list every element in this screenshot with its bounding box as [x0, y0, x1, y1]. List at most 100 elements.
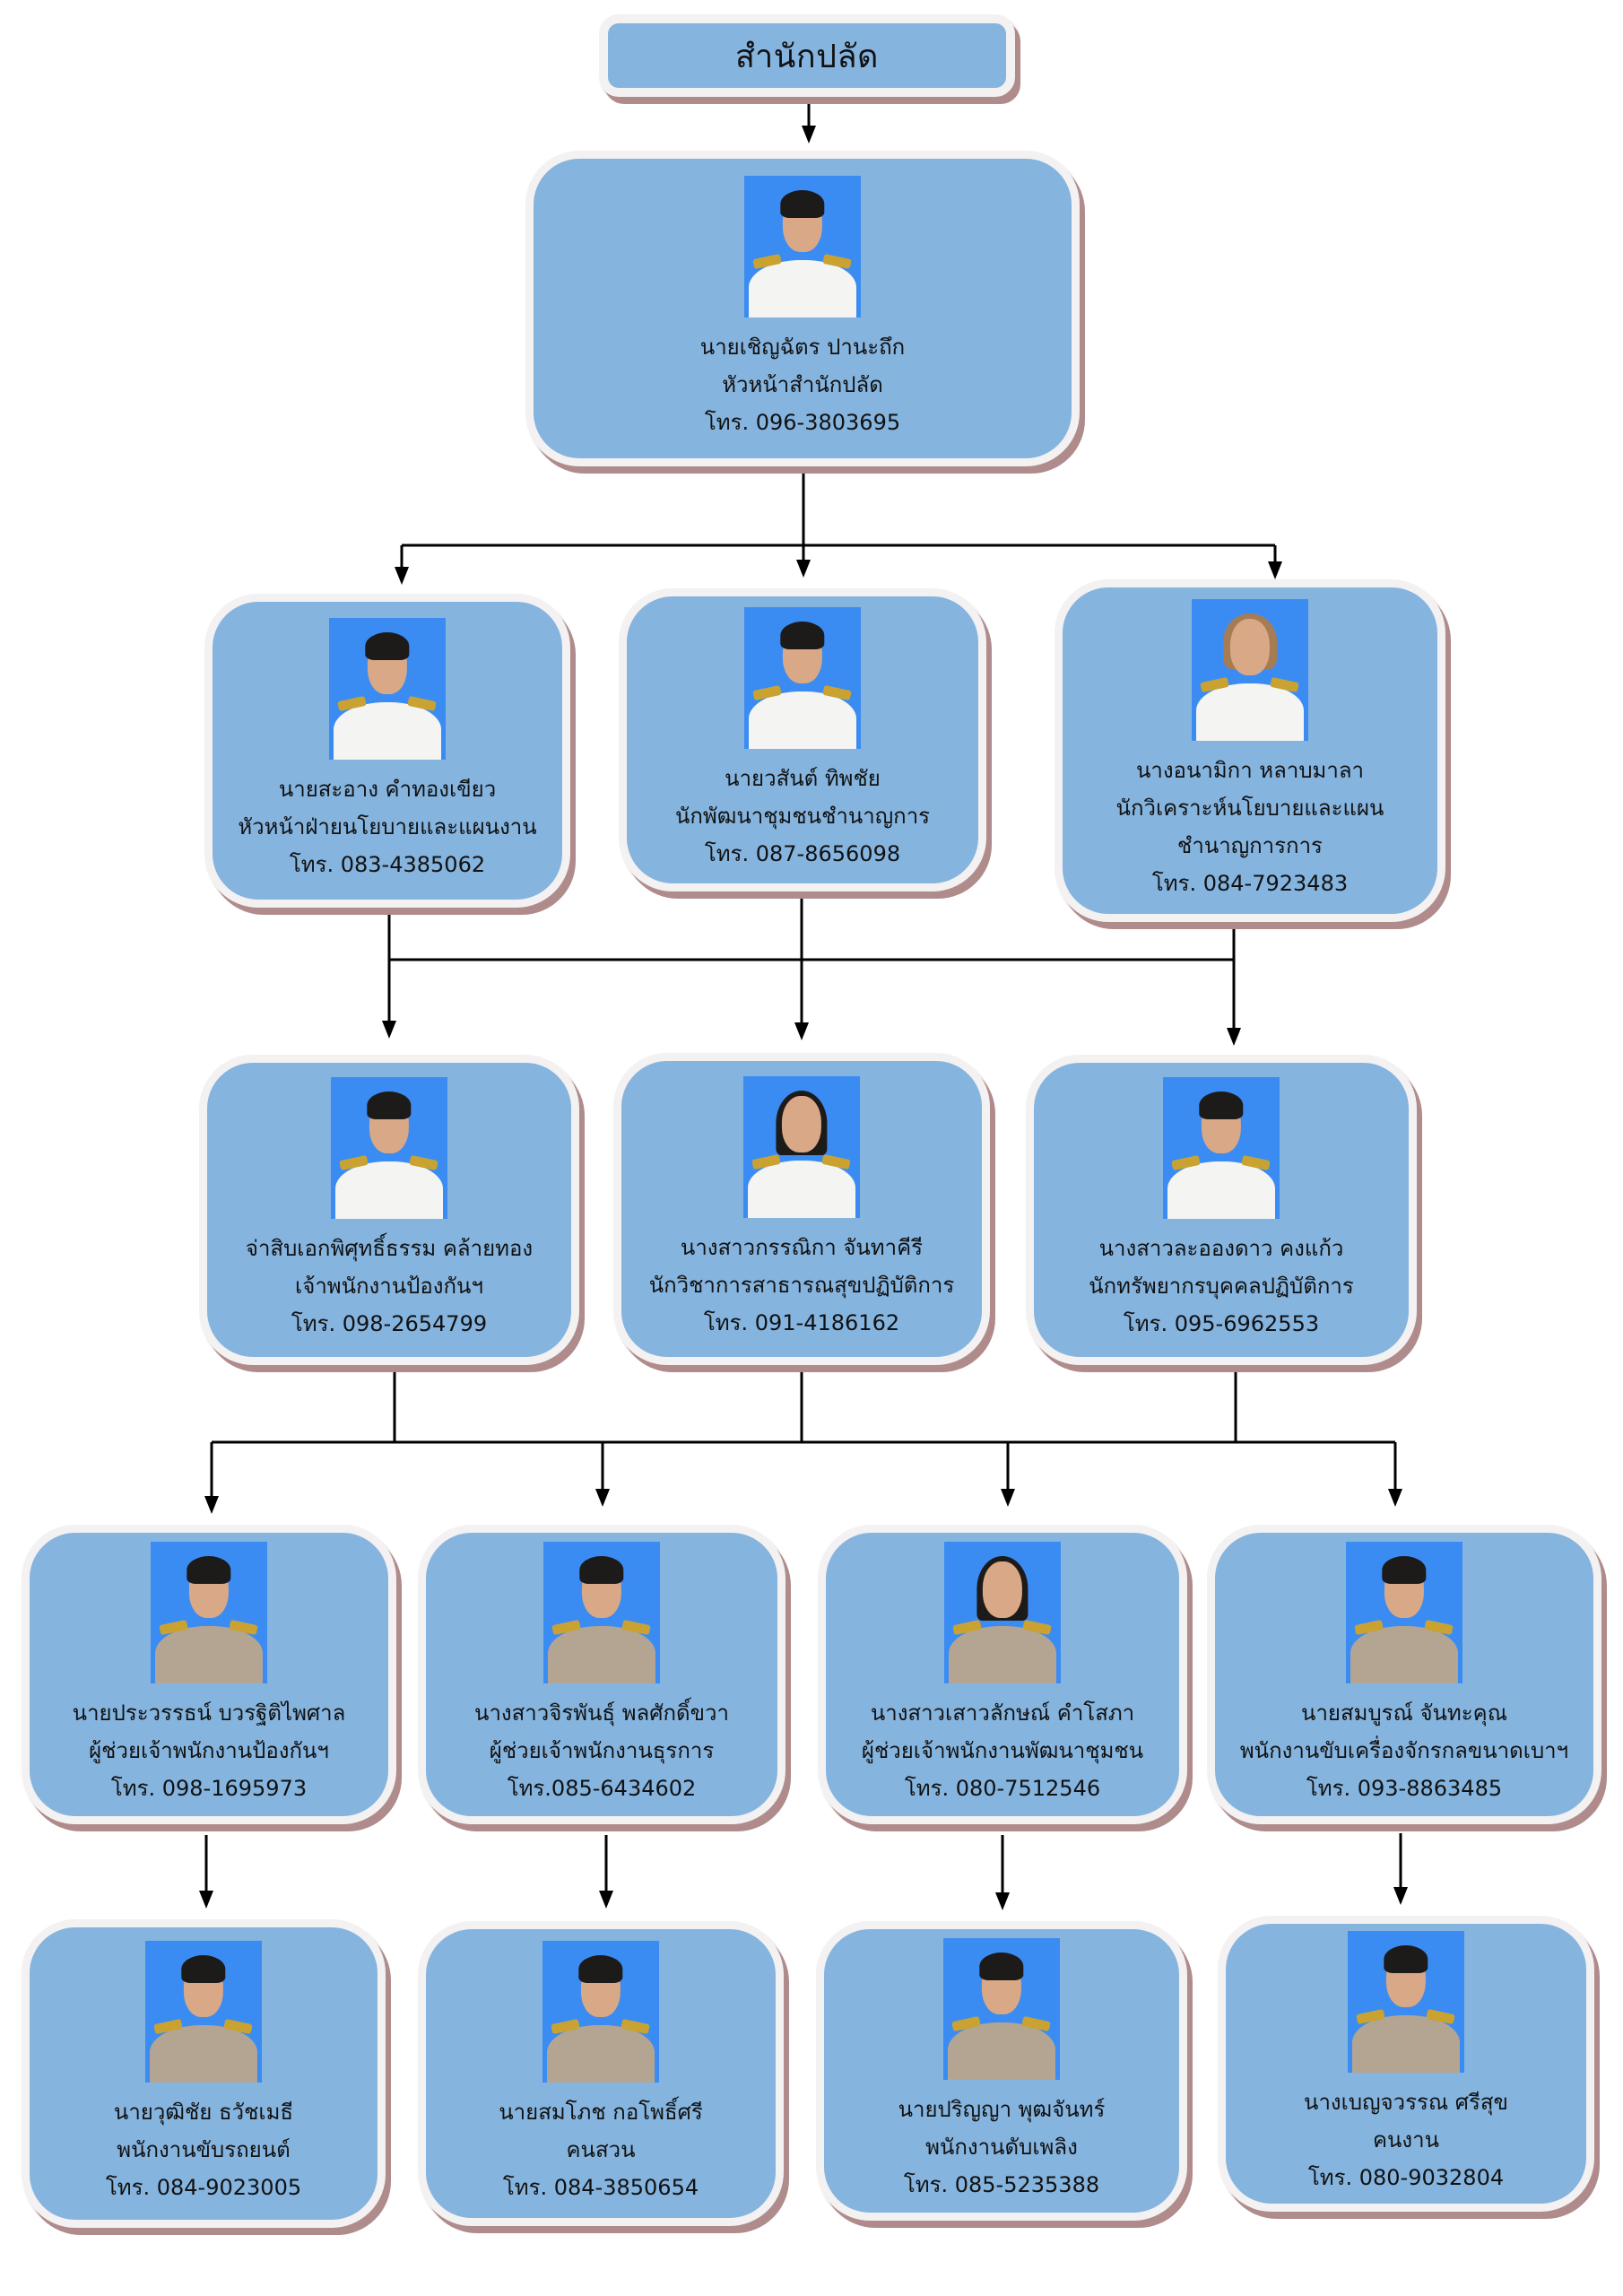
- photo-uniform: [1196, 683, 1304, 741]
- photo-uniform: [1350, 1626, 1458, 1683]
- arrowhead-icon: [382, 1021, 396, 1039]
- arrowhead-icon: [1001, 1489, 1015, 1507]
- photo-uniform: [949, 1626, 1056, 1683]
- photo-hair: [365, 631, 410, 661]
- staff-phone: โทร. 083-4385062: [289, 852, 486, 877]
- photo-uniform: [1167, 1161, 1275, 1219]
- department-title: สำนักปลัด: [735, 38, 879, 75]
- staff-name: นายสมบูรณ์ จันทะคุณ: [1301, 1700, 1507, 1726]
- staff-card: นายสมโภช กอโพธิ์ศรี คนสวน โทร. 084-38506…: [418, 1921, 784, 2226]
- staff-photo: [1163, 1077, 1280, 1219]
- staff-card: นางสาวเสาวลักษณ์ คำโสภา ผู้ช่วยเจ้าพนักง…: [818, 1525, 1187, 1824]
- staff-phone: โทร. 091-4186162: [703, 1310, 900, 1335]
- photo-hair: [780, 621, 825, 650]
- staff-card-head: นายเชิญฉัตร ปานะถึก หัวหน้าสำนักปลัด โทร…: [525, 151, 1080, 466]
- staff-phone: โทร. 095-6962553: [1123, 1311, 1320, 1336]
- staff-position: ผู้ช่วยเจ้าพนักงานป้องกันฯ: [89, 1738, 329, 1763]
- arrowhead-icon: [595, 1489, 610, 1507]
- photo-uniform: [749, 260, 856, 317]
- photo-uniform: [155, 1626, 263, 1683]
- photo-face: [982, 1561, 1023, 1619]
- department-title-box: สำนักปลัด: [599, 14, 1015, 97]
- photo-uniform: [548, 1626, 655, 1683]
- photo-uniform: [547, 2025, 655, 2083]
- staff-photo: [542, 1941, 659, 2083]
- staff-position: หัวหน้าสำนักปลัด: [722, 372, 883, 397]
- staff-phone: โทร. 080-9032804: [1307, 2165, 1505, 2190]
- arrowhead-icon: [995, 1892, 1010, 1910]
- arrowhead-icon: [395, 567, 409, 585]
- staff-card: นายประวรรธน์ บวรฐิติไพศาล ผู้ช่วยเจ้าพนั…: [22, 1525, 396, 1824]
- staff-phone: โทร. 098-1695973: [110, 1776, 308, 1801]
- staff-card: นางอนามิกา หลาบมาลา นักวิเคราะห์นโยบายแล…: [1055, 579, 1445, 922]
- staff-position: ผู้ช่วยเจ้าพนักงานพัฒนาชุมชน: [861, 1738, 1144, 1763]
- arrowhead-icon: [1268, 561, 1282, 579]
- staff-position: พนักงานขับรถยนต์: [117, 2137, 291, 2162]
- staff-name: นางสาวจิรพันธุ์ พลศักดิ์ขวา: [474, 1700, 729, 1726]
- arrowhead-icon: [794, 1022, 809, 1040]
- staff-position: คนงาน: [1372, 2127, 1440, 2152]
- photo-uniform: [335, 1161, 443, 1219]
- staff-photo: [543, 1542, 660, 1683]
- staff-position: นักพัฒนาชุมชนชำนาญการ: [674, 804, 931, 829]
- staff-card: นายปริญญา พุฒจันทร์ พนักงานดับเพลิง โทร.…: [816, 1921, 1187, 2221]
- staff-name: จ่าสิบเอกพิศุทธิ์ธรรม คล้ายทอง: [245, 1236, 534, 1261]
- arrowhead-icon: [204, 1496, 219, 1514]
- staff-card: จ่าสิบเอกพิศุทธิ์ธรรม คล้ายทอง เจ้าพนักง…: [199, 1055, 579, 1365]
- staff-card: นางสาวกรรณิกา จันทาคีรี นักวิชาการสาธารณ…: [613, 1053, 990, 1365]
- staff-position: พนักงานดับเพลิง: [925, 2135, 1078, 2160]
- staff-photo: [944, 1542, 1061, 1683]
- photo-hair: [181, 1954, 226, 1984]
- staff-card: นางสาวละอองดาว คงแก้ว นักทรัพยากรบุคคลปฏ…: [1026, 1055, 1417, 1365]
- staff-card: นายสมบูรณ์ จันทะคุณ พนักงานขับเครื่องจัก…: [1207, 1525, 1601, 1824]
- arrowhead-icon: [802, 126, 816, 144]
- staff-position-line2: ชำนาญการการ: [1177, 833, 1323, 858]
- photo-hair: [187, 1555, 231, 1585]
- photo-hair: [367, 1091, 412, 1120]
- staff-position: คนสวน: [566, 2137, 636, 2162]
- staff-name: นายประวรรธน์ บวรฐิติไพศาล: [72, 1700, 346, 1726]
- staff-photo: [145, 1941, 262, 2083]
- staff-position: นักทรัพยากรบุคคลปฏิบัติการ: [1089, 1274, 1354, 1299]
- staff-position: นักวิเคราะห์นโยบายและแผน: [1115, 796, 1384, 821]
- staff-phone: โทร. 085-5235388: [903, 2172, 1100, 2197]
- staff-name: นางสาวละอองดาว คงแก้ว: [1098, 1236, 1344, 1261]
- staff-photo: [744, 176, 861, 317]
- photo-hair: [578, 1954, 623, 1984]
- staff-name: นายเชิญฉัตร ปานะถึก: [699, 335, 906, 360]
- staff-phone: โทร. 093-8863485: [1306, 1776, 1503, 1801]
- photo-uniform: [334, 702, 441, 760]
- staff-name: นายวุฒิชัย ธวัชเมธี: [113, 2100, 294, 2125]
- photo-hair: [979, 1952, 1024, 1981]
- photo-hair: [1382, 1555, 1427, 1585]
- staff-position: ผู้ช่วยเจ้าพนักงานธุรการ: [489, 1738, 715, 1763]
- staff-photo: [151, 1542, 267, 1683]
- photo-uniform: [948, 2022, 1055, 2080]
- staff-phone: โทร. 084-7923483: [1151, 871, 1349, 896]
- staff-photo: [1346, 1542, 1462, 1683]
- staff-phone: โทร. 087-8656098: [704, 841, 901, 866]
- arrowhead-icon: [1388, 1489, 1402, 1507]
- staff-name: นายสมโภช กอโพธิ์ศรี: [499, 2100, 703, 2125]
- photo-uniform: [748, 1161, 855, 1218]
- photo-uniform: [150, 2025, 257, 2083]
- staff-card: นายวสันต์ ทิพชัย นักพัฒนาชุมชนชำนาญการ โ…: [619, 588, 986, 891]
- staff-card: นางเบญจวรรณ ศรีสุข คนงาน โทร. 080-903280…: [1218, 1916, 1594, 2212]
- staff-phone: โทร. 084-3850654: [502, 2175, 699, 2200]
- staff-name: นางอนามิกา หลาบมาลา: [1135, 758, 1365, 783]
- arrowhead-icon: [199, 1891, 213, 1909]
- photo-uniform: [749, 691, 856, 749]
- staff-phone: โทร. 096-3803695: [704, 410, 901, 435]
- staff-photo: [1192, 599, 1308, 741]
- staff-photo: [329, 618, 446, 760]
- photo-uniform: [1352, 2015, 1460, 2073]
- staff-phone: โทร. 098-2654799: [291, 1311, 488, 1336]
- staff-name: นายวสันต์ ทิพชัย: [725, 766, 881, 791]
- staff-name: นายปริญญา พุฒจันทร์: [898, 2097, 1106, 2122]
- staff-phone: โทร. 084-9023005: [105, 2175, 302, 2200]
- arrowhead-icon: [599, 1891, 613, 1909]
- staff-photo: [1348, 1931, 1464, 2073]
- photo-face: [781, 1096, 822, 1153]
- arrowhead-icon: [1227, 1028, 1241, 1046]
- staff-photo: [743, 1076, 860, 1218]
